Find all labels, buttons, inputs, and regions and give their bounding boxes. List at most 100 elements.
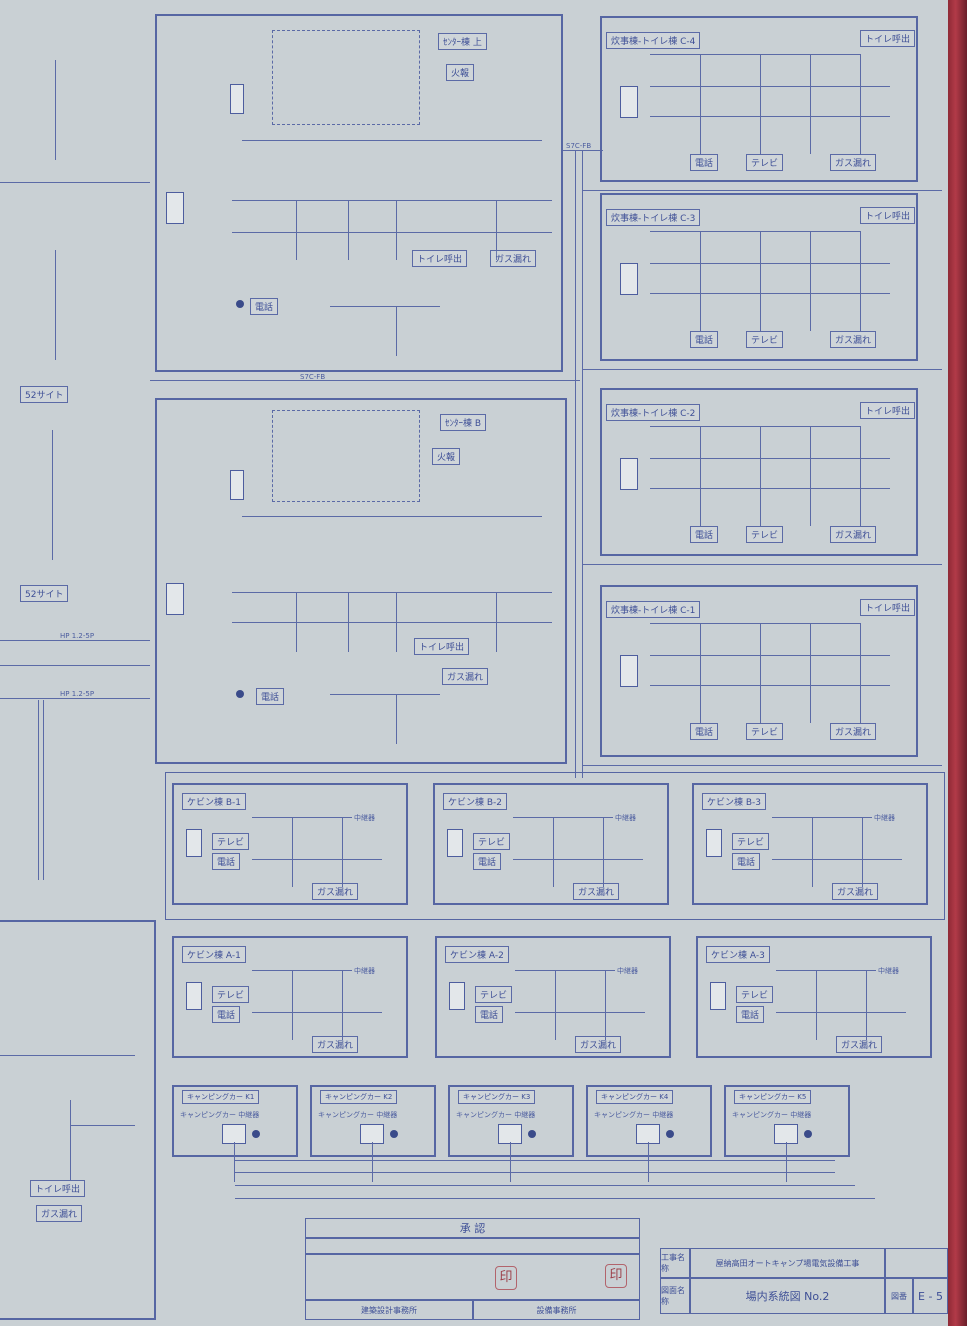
left-feed-1 (0, 640, 150, 641)
cabin-riser-2 (292, 970, 293, 1040)
wash-riser (700, 426, 701, 526)
camping-relay-box (774, 1124, 798, 1144)
cabin-relay-label: 中継器 (615, 814, 636, 822)
cabin-title: ケビン棟 B-1 (182, 793, 247, 810)
cabin-tv-tag: テレビ (212, 833, 250, 850)
wash-feeder-3 (650, 685, 890, 686)
cabin-terminal-panel (447, 829, 463, 857)
toilet-call-tag-upper: トイレ呼出 (412, 250, 468, 267)
cabin-gas-tag: ガス漏れ (573, 883, 620, 900)
camping-drop (372, 1142, 373, 1182)
lower-camera-line (330, 694, 440, 695)
cabin-tv-tag: テレビ (475, 986, 513, 1003)
cabin-gas-tag: ガス漏れ (575, 1036, 622, 1053)
phone-tag-upper: 電話 (250, 298, 279, 315)
left-partial-line-1 (0, 1055, 135, 1056)
wash-phone-tag: 電話 (690, 526, 719, 543)
cabin-feeder-2 (252, 1012, 382, 1013)
camping-sub: キャンピングカー 中継器 (180, 1111, 260, 1119)
left-site-label-2: 52サイト (20, 585, 69, 602)
wash-tv-tag: テレビ (746, 331, 784, 348)
wash-feeder-2 (650, 458, 890, 459)
wash-riser (760, 426, 761, 526)
wash-feeder-2 (650, 263, 890, 264)
wash-building-frame (600, 16, 918, 182)
camping-phone-jack (252, 1130, 260, 1138)
phone-jack-lower (236, 690, 244, 698)
fire-panel-lower (230, 470, 244, 500)
wash-feeder-1 (650, 231, 860, 232)
camping-title: キャンピングカー K4 (596, 1090, 674, 1104)
cabin-feeder-2 (772, 859, 902, 860)
camping-relay-box (498, 1124, 522, 1144)
management-building-lower (155, 398, 567, 764)
trunk-cable-top (563, 150, 603, 151)
cabin-tv-tag: テレビ (732, 833, 770, 850)
cabin-riser-1 (603, 817, 604, 887)
management-lower-title: ｾﾝﾀｰ棟 B (440, 414, 487, 431)
fire-alarm-zone-lower (272, 410, 420, 502)
left-partial-line-2 (70, 1125, 135, 1126)
drawing-name-label: 図面名称 (660, 1278, 690, 1314)
approval-row (305, 1238, 640, 1254)
camping-relay-box (360, 1124, 384, 1144)
drawing-number-label: 図番 (885, 1278, 913, 1314)
left-feed-2 (0, 665, 150, 666)
cabin-frame (172, 936, 408, 1058)
cabin-feeder-1 (515, 970, 615, 971)
lower-feeder-1 (242, 516, 542, 517)
lower-camera-riser (396, 694, 397, 744)
cabin-feeder-1 (513, 817, 613, 818)
wash-riser (760, 54, 761, 154)
wash-riser (860, 426, 861, 526)
wash-gas-tag: ガス漏れ (830, 723, 877, 740)
lower-riser-4 (348, 592, 349, 652)
cabin-tv-tag: テレビ (212, 986, 250, 1003)
wash-link-line (582, 369, 942, 370)
approval-header: 承 認 (305, 1218, 640, 1238)
wash-tv-tag: テレビ (746, 526, 784, 543)
lower-feeder-2 (232, 592, 552, 593)
cabin-riser-2 (553, 817, 554, 887)
drawing-number: E - 5 (913, 1278, 948, 1314)
cabin-feeder-1 (252, 817, 352, 818)
cabin-riser-1 (866, 970, 867, 1040)
wash-riser (810, 426, 811, 526)
wash-riser (810, 54, 811, 154)
camping-title: キャンピングカー K3 (458, 1090, 536, 1104)
upper-riser-2 (396, 200, 397, 260)
wash-riser (760, 623, 761, 723)
upper-riser-3 (496, 200, 497, 260)
left-site-label-1: 52サイト (20, 386, 69, 403)
wash-terminal-panel (620, 655, 638, 687)
cabin-b-outer-frame (165, 772, 945, 920)
camping-frame (586, 1085, 712, 1157)
cabin-feeder-2 (776, 1012, 906, 1013)
wash-building-frame (600, 193, 918, 361)
drawing-name: 場内系統図 No.2 (690, 1278, 885, 1314)
gas-leak-tag-lower: ガス漏れ (442, 668, 489, 685)
cabin-relay-label: 中継器 (874, 814, 895, 822)
camping-phone-jack (390, 1130, 398, 1138)
cabin-riser-2 (555, 970, 556, 1040)
camping-bus-1 (235, 1160, 835, 1161)
camping-frame (724, 1085, 850, 1157)
cabin-frame (172, 783, 408, 905)
cabin-terminal-panel (449, 982, 465, 1010)
approval-seal-1: 印 (495, 1266, 517, 1290)
wash-terminal-panel (620, 458, 638, 490)
cabin-relay-label: 中継器 (878, 967, 899, 975)
left-pole-3 (52, 430, 53, 560)
left-cable-label-2: HP 1.2-5P (60, 690, 95, 698)
wash-riser (700, 231, 701, 331)
upper-riser-4 (348, 200, 349, 260)
cabin-riser-2 (812, 817, 813, 887)
cabin-tv-tag: テレビ (473, 833, 511, 850)
wash-gas-tag: ガス漏れ (830, 154, 877, 171)
terminal-panel-lower (166, 583, 184, 615)
cabin-phone-tag: 電話 (475, 1006, 504, 1023)
wash-riser (700, 54, 701, 154)
left-bus-1 (38, 700, 39, 880)
main-trunk-1 (575, 150, 576, 778)
cabin-riser-2 (816, 970, 817, 1040)
